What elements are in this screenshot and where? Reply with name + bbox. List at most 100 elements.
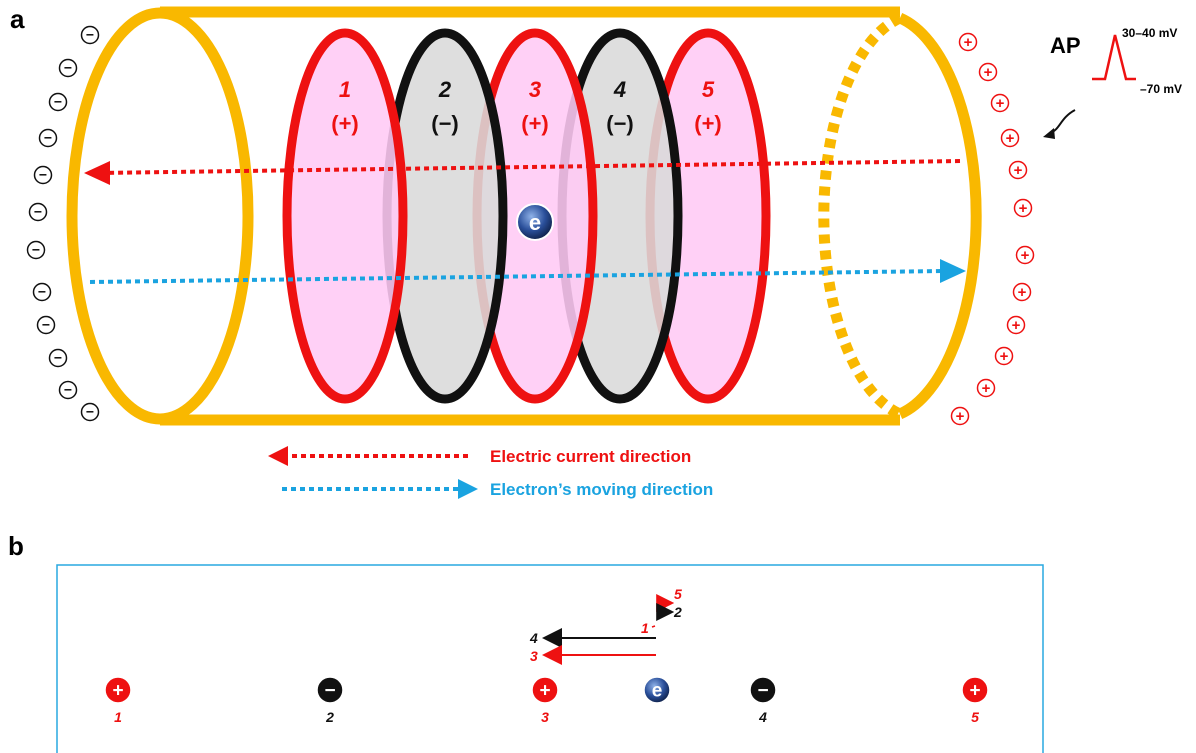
positive-ion-symbol: + [1019,200,1028,217]
panel-a-letter: a [10,4,25,34]
disk-1-sign: (+) [331,111,359,136]
current-arrowhead [84,161,110,185]
charge-2-label: 2 [325,709,334,725]
ap-waveform [1092,34,1136,81]
disk-3-number: 3 [529,77,541,102]
force-label-1: 1 [641,620,649,636]
charge-4-label: 4 [758,709,767,725]
ap-peak-label: 30–40 mV [1122,26,1177,40]
disk-1-number: 1 [339,77,351,102]
negative-ion-symbol: − [54,350,62,366]
negative-ion-symbol: − [32,242,40,258]
charge-2-symbol: − [324,681,335,702]
panel-b-frame [56,564,1044,753]
charge-4-symbol: − [757,681,768,702]
disk-4-sign: (−) [606,111,634,136]
force-label-3: 3 [530,648,538,664]
disk-5-sign: (+) [694,111,722,136]
force-label-2: 2 [673,604,682,620]
negative-ion: − [58,380,78,400]
negative-ion: − [38,128,58,148]
force-label-5: 5 [674,586,682,602]
legend-electron-label: Electron’s moving direction [490,480,713,499]
charge-5: +5 [961,676,989,725]
membrane-disks: 5 (+) 4 (−) 3 (+) 2 (−) 1 (+) [282,28,771,404]
positive-ion: + [1012,282,1032,302]
positive-ion-symbol: + [1018,284,1027,301]
positive-ion-symbol: + [956,408,965,425]
negative-ion: − [33,165,53,185]
electron-arrowhead [940,259,966,283]
negative-ion-symbol: − [86,27,94,43]
force-arrow-1 [651,625,656,628]
positive-ion-symbol: + [964,34,973,51]
negative-ion: − [28,202,48,222]
negative-ion: − [58,58,78,78]
charge-3-symbol: + [539,681,550,702]
charge-2: −2 [316,676,344,725]
electron-symbol: e [529,210,541,235]
panel-b-letter: b [8,531,24,561]
axon-cylinder [160,6,982,426]
positive-ion: + [1008,160,1028,180]
positive-ion: + [1000,128,1020,148]
electron-direction-arrow [89,269,946,284]
axon-left-end [66,7,254,425]
charge-5-symbol: + [969,681,980,702]
positive-ion-symbol: + [984,64,993,81]
positive-charges-right: ++++++++++++ [950,32,1035,426]
action-potential-inset: AP 30–40 mV –70 mV [1043,26,1182,139]
positive-ion-symbol: + [1012,317,1021,334]
disk-3-sign: (+) [521,111,549,136]
negative-ion: − [32,282,52,302]
positive-ion: + [990,93,1010,113]
negative-ion-symbol: − [42,317,50,333]
force-vectors: 5 2 1 4 3 [529,586,682,665]
electron-particle: e [516,203,554,241]
negative-ion: − [80,25,100,45]
ap-label: AP [1050,33,1081,58]
positive-ion-symbol: + [982,380,991,397]
disk-4-number: 4 [613,77,626,102]
charge-e: e [643,676,671,704]
force-label-4: 4 [529,630,538,646]
negative-ion-symbol: − [54,94,62,110]
negative-ion: − [36,315,56,335]
negative-ion-symbol: − [39,167,47,183]
legend-current-label: Electric current direction [490,447,691,466]
negative-ion: − [80,402,100,422]
positive-ion-symbol: + [1000,348,1009,365]
disk-2-sign: (−) [431,111,459,136]
disk-1: 1 (+) [282,28,408,404]
charge-4: −4 [749,676,777,725]
positive-ion: + [1015,245,1035,265]
legend: Electric current direction Electron’s mo… [268,446,713,499]
charge-row: +1−2+3e−4+5 [104,676,989,725]
negative-ion-symbol: − [64,60,72,76]
charge-3: +3 [531,676,559,725]
charge-1-symbol: + [112,681,123,702]
positive-ion: + [976,378,996,398]
disk-5-number: 5 [702,77,715,102]
negative-ion: − [48,348,68,368]
disk-1-ring [282,28,408,404]
positive-ion-symbol: + [1014,162,1023,179]
positive-ion-symbol: + [996,95,1005,112]
disk-2-number: 2 [438,77,452,102]
charge-3-label: 3 [541,709,549,725]
ap-rest-label: –70 mV [1140,82,1182,96]
positive-ion-symbol: + [1021,247,1030,264]
positive-ion: + [958,32,978,52]
positive-ion: + [994,346,1014,366]
charge-e-symbol: e [652,681,663,702]
positive-ion: + [978,62,998,82]
charge-1-label: 1 [114,709,122,725]
negative-ion-symbol: − [38,284,46,300]
positive-ion: + [1006,315,1026,335]
positive-ion: + [950,406,970,426]
negative-charges-left: −−−−−−−−−−−− [26,25,100,422]
negative-ion-symbol: − [34,204,42,220]
negative-ion-symbol: − [64,382,72,398]
negative-ion-symbol: − [86,404,94,420]
